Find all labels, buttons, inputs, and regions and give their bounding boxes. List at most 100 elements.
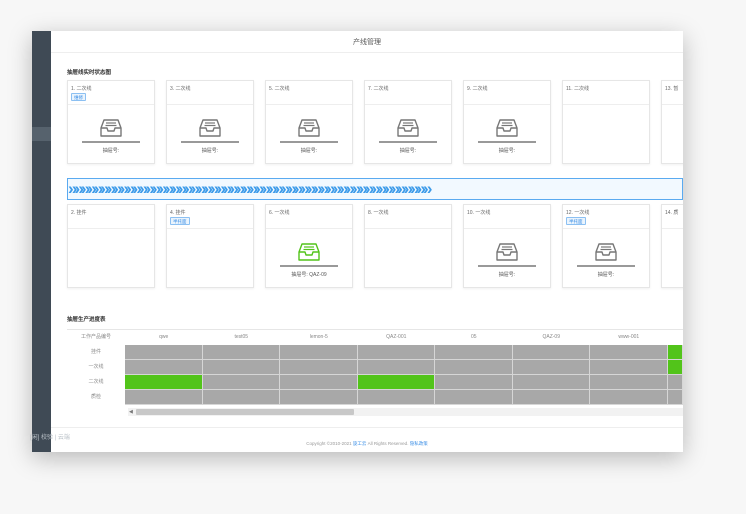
table-column-header[interactable]: test05 xyxy=(234,334,249,340)
station-title: 6. 一次线 xyxy=(269,210,290,216)
progress-cell-idle xyxy=(590,375,668,390)
station-status-tag: 半托面 xyxy=(170,217,190,225)
table-column-header[interactable]: 05 xyxy=(470,334,477,340)
station-card[interactable]: 9. 二次线抽屉号: xyxy=(463,80,551,164)
drawer-rail xyxy=(379,141,437,143)
station-card[interactable]: 8. 一次线 xyxy=(364,204,452,288)
table-column-header[interactable]: QAZ-001 xyxy=(386,334,407,340)
table-horizontal-scrollbar[interactable]: ◀ xyxy=(128,408,683,416)
drawer-code-label: 抽屉号: xyxy=(102,148,120,154)
station-card[interactable]: 7. 二次线抽屉号: xyxy=(364,80,452,164)
card-divider xyxy=(167,228,253,229)
drawer-tray-icon xyxy=(100,118,122,138)
station-card[interactable]: 3. 二次线抽屉号: xyxy=(166,80,254,164)
progress-cell-idle xyxy=(667,390,683,405)
station-title: 11. 二次线 xyxy=(566,86,589,92)
station-status-tag: 维修 xyxy=(71,93,86,101)
station-card[interactable]: 1. 二次线维修抽屉号: xyxy=(67,80,155,164)
progress-cell-idle xyxy=(125,345,203,360)
card-divider xyxy=(365,228,451,229)
progress-section-title: 抽屉生产进度表 xyxy=(67,317,106,323)
progress-cell-idle xyxy=(125,390,203,405)
table-corner-header: 工作产品编号 xyxy=(80,334,111,340)
station-card[interactable]: 12. 一次线半托面抽屉号: xyxy=(562,204,650,288)
topbar: 产线管理 xyxy=(51,31,683,53)
station-card[interactable]: 5. 二次线抽屉号: xyxy=(265,80,353,164)
station-status-tag: 半托面 xyxy=(566,217,586,225)
drawer-code-label: 抽屉号: xyxy=(498,272,516,278)
drawer-code-label: 抽屉号: xyxy=(291,272,308,278)
progress-table: 工作产品编号 qwe test05 lemon-5 QAZ-001 05 QAZ-09 www… xyxy=(67,329,683,407)
scrollbar-thumb[interactable] xyxy=(136,409,354,415)
progress-cell-idle xyxy=(512,345,590,360)
progress-cell-idle xyxy=(280,375,358,390)
table-row-label: 质检 xyxy=(90,394,101,400)
station-title: 4. 挂件 xyxy=(170,210,186,216)
progress-cell-active xyxy=(125,375,203,390)
drawer-code-value: QAZ-09 xyxy=(309,272,327,278)
drawer-tray-icon xyxy=(496,242,518,262)
scroll-left-icon[interactable]: ◀ xyxy=(129,409,133,415)
station-title: 3. 二次线 xyxy=(170,86,191,92)
card-divider xyxy=(68,228,154,229)
station-card[interactable]: 13. 暂 xyxy=(661,80,683,164)
progress-cell-active xyxy=(357,375,435,390)
drawer-tray-icon xyxy=(298,118,320,138)
progress-cell-idle xyxy=(590,390,668,405)
drawer-tray-icon xyxy=(298,242,320,262)
table-row-label: 一次线 xyxy=(88,364,104,370)
app-window: 产线管理 抽屉线实时状态图 1. 二次线维修抽屉号: 3. 二次线抽屉号: 5.… xyxy=(32,31,683,452)
table-row-label: 挂件 xyxy=(90,349,101,355)
card-divider xyxy=(266,104,352,105)
table-column-header[interactable]: QAZ-09 xyxy=(542,334,560,340)
drawer-rail xyxy=(82,141,140,143)
progress-cell-idle xyxy=(435,390,513,405)
drawer-rail xyxy=(280,265,338,267)
progress-cell-idle xyxy=(357,345,435,360)
table-column-header[interactable]: www-001 xyxy=(618,334,640,340)
progress-cell-idle xyxy=(667,375,683,390)
drawer-rail xyxy=(478,141,536,143)
station-title: 10. 一次线 xyxy=(467,210,491,216)
station-card[interactable]: 6. 一次线抽屉号: QAZ-09 xyxy=(265,204,353,288)
progress-cell-idle xyxy=(202,375,280,390)
station-card[interactable]: 14. 质 xyxy=(661,204,683,288)
progress-cell-idle xyxy=(202,345,280,360)
station-title: 12. 一次线 xyxy=(566,210,590,216)
drawer-code-label: 抽屉号: xyxy=(597,272,615,278)
table-column-header[interactable]: lemon-5 xyxy=(309,334,328,340)
card-divider xyxy=(464,104,550,105)
table-column-header[interactable]: qwe xyxy=(159,334,169,340)
drawer-tray-icon xyxy=(199,118,221,138)
card-divider xyxy=(662,104,683,105)
progress-cell-idle xyxy=(202,360,280,375)
drawer-tray-icon xyxy=(595,242,617,262)
watermark-text: [闲] 校验 | 云端 xyxy=(30,435,70,441)
drawer-code: 抽屉号: xyxy=(68,147,154,154)
progress-cell-idle xyxy=(280,345,358,360)
card-divider xyxy=(365,104,451,105)
rights-text: All Rights Reserved. xyxy=(367,441,409,446)
progress-cell-idle xyxy=(202,390,280,405)
progress-cell-idle xyxy=(590,345,668,360)
company-link[interactable]: 旋工云 xyxy=(352,441,367,446)
station-card[interactable]: 10. 一次线抽屉号: xyxy=(463,204,551,288)
progress-cell-active xyxy=(667,345,683,360)
drawer-code: 抽屉号: xyxy=(167,147,253,154)
sidebar-active-item[interactable] xyxy=(32,127,51,141)
drawer-rail xyxy=(577,265,635,267)
station-card[interactable]: 11. 二次线 xyxy=(562,80,650,164)
progress-cell-idle xyxy=(357,360,435,375)
privacy-link[interactable]: 隐私政策 xyxy=(409,441,428,446)
station-card[interactable]: 4. 挂件半托面 xyxy=(166,204,254,288)
card-divider xyxy=(266,228,352,229)
card-divider xyxy=(563,228,649,229)
station-card[interactable]: 2. 挂件 xyxy=(67,204,155,288)
card-divider xyxy=(563,104,649,105)
station-title: 14. 质 xyxy=(665,210,679,216)
card-divider xyxy=(464,228,550,229)
card-divider xyxy=(167,104,253,105)
progress-cell-idle xyxy=(590,360,668,375)
